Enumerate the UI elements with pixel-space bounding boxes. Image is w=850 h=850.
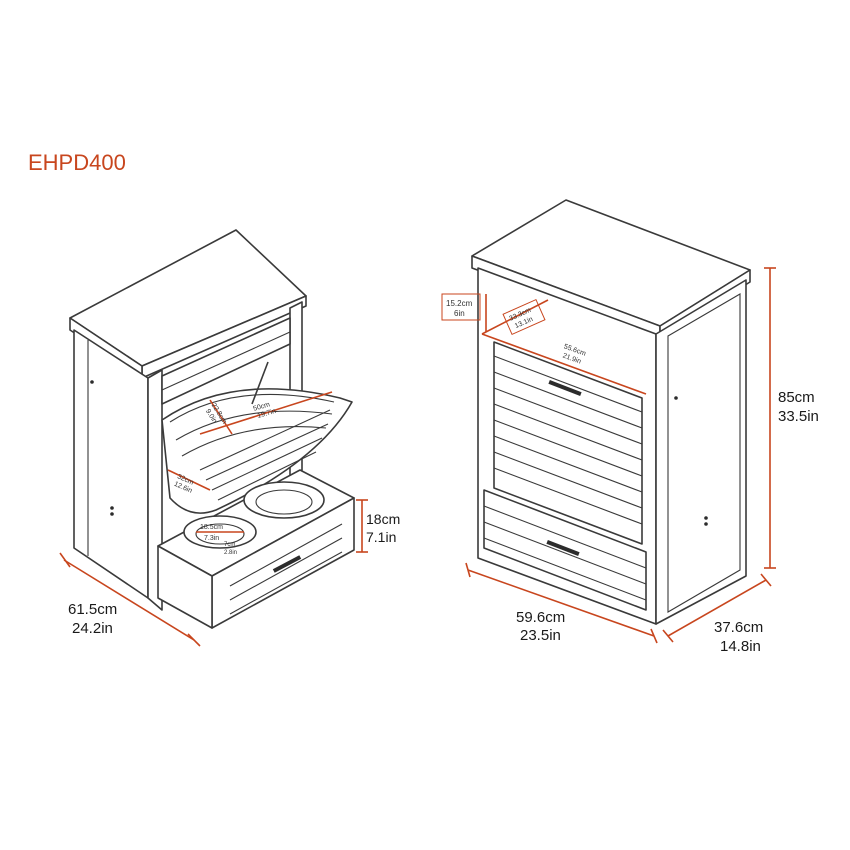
left-depth-cm: 61.5cm [68,601,117,618]
bowl-drawer-side [157,545,213,629]
right-side-panel [655,279,747,625]
total-height-cm: 85cm [778,389,815,406]
top-height-cm: 15.2cm [446,299,473,308]
right-cabinet-illustration [471,199,751,625]
bowl-height-in: 7.1in [366,529,396,545]
right-drawer-handle [546,540,580,556]
top-height-in: 6in [454,309,465,318]
total-depth-in: 14.8in [720,638,761,655]
bowl-right [243,481,325,519]
left-drawer-handle [272,555,302,573]
left-cabinet-illustration [69,229,355,629]
bowl-dia-cm: 18.5cm [200,524,223,531]
left-dimension-lines [59,391,368,647]
right-bin-handle [548,380,582,396]
top-depth-label-box [502,298,546,336]
left-side-panel [73,329,149,599]
right-dimension-lines [441,267,776,644]
bin-width-cm: 50cm [252,401,271,412]
model-title: EHPD400 [28,150,126,175]
tilt-out-bin [161,388,353,514]
total-height-in: 33.5in [778,408,819,425]
top-height-label-box [441,293,481,321]
bowl-depth-cm: 7cm [224,542,235,548]
left-depth-in: 24.2in [72,620,113,637]
bowl-depth-in: 2.8in [224,550,237,556]
total-width-in: 23.5in [520,627,561,644]
bowl-dia-in: 7.3in [204,535,219,542]
total-depth-cm: 37.6cm [714,619,763,636]
total-width-cm: 59.6cm [516,609,565,626]
bowl-height-cm: 18cm [366,511,400,527]
